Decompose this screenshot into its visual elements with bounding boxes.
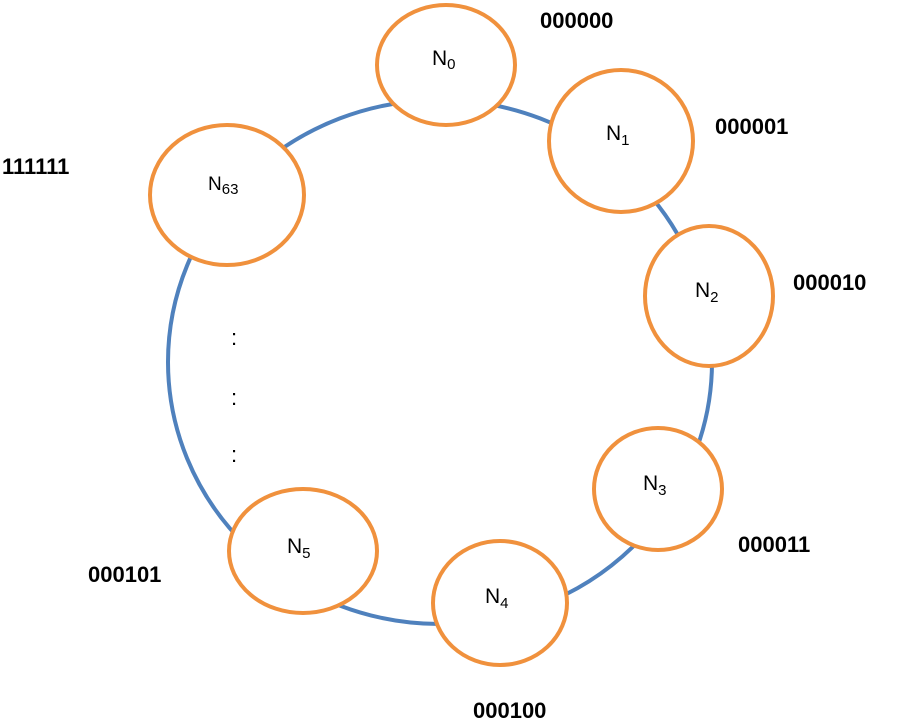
node-n0-circle	[375, 3, 517, 127]
node-n0: N0	[375, 3, 517, 127]
node-n5-circle	[227, 487, 379, 615]
node-n3-circle	[592, 426, 724, 552]
node-n2-circle	[643, 224, 775, 368]
node-n3-address: 000011	[738, 532, 810, 557]
node-n0-label: N0	[432, 47, 456, 73]
ellipsis-mark-1: :	[231, 325, 237, 350]
node-n5-address: 000101	[88, 562, 161, 587]
node-n4-address: 000100	[473, 698, 546, 723]
node-n1-circle	[547, 68, 695, 214]
node-n1: N1	[547, 68, 695, 214]
node-n4: N4	[431, 539, 569, 667]
node-n63-label: N63	[208, 174, 238, 198]
node-n63-circle	[148, 123, 306, 267]
node-n63: N63	[148, 123, 306, 267]
ellipsis-mark-3: :	[231, 442, 237, 467]
node-n2-address: 000010	[793, 270, 866, 295]
node-n2: N2	[643, 224, 775, 368]
node-n4-circle	[431, 539, 569, 667]
node-n3-label: N3	[643, 472, 667, 499]
node-n5-label: N5	[287, 535, 311, 562]
node-n4-label: N4	[485, 585, 509, 612]
node-n0-address: 000000	[540, 8, 613, 33]
node-n1-label: N1	[606, 122, 630, 149]
node-n2-label: N2	[695, 279, 719, 306]
ellipsis-mark-2: :	[231, 385, 237, 410]
node-n5: N5	[227, 487, 379, 615]
node-n63-address: 111111	[2, 154, 69, 179]
node-n3: N3	[592, 426, 724, 552]
node-n1-address: 000001	[715, 114, 788, 139]
